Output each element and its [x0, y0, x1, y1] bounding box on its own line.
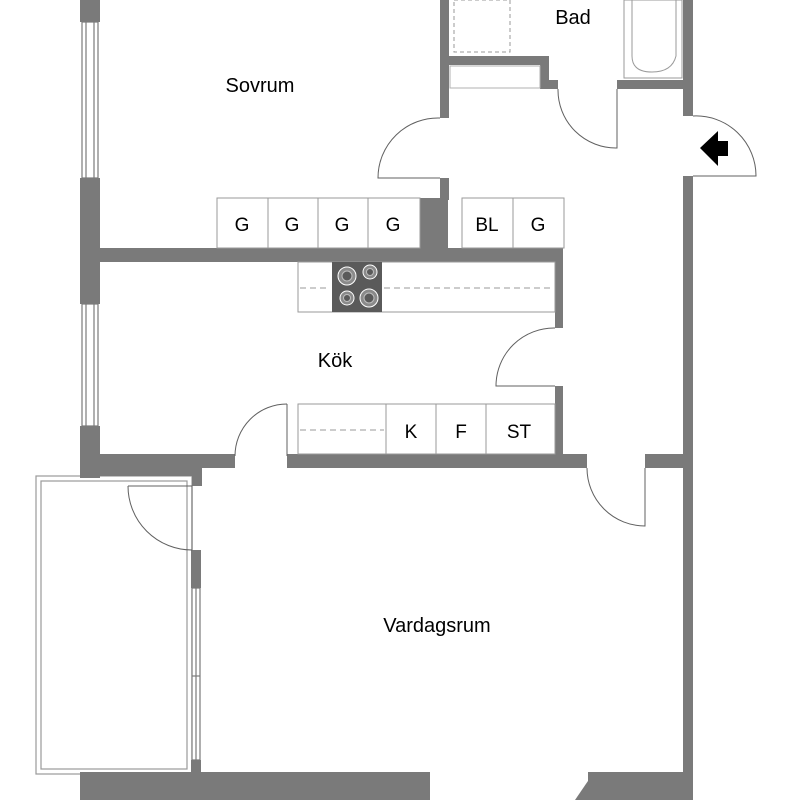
wardrobe-label-g4: G — [386, 215, 401, 236]
wall-kok-vardagsrum-left — [80, 454, 235, 468]
wall-bad-bottom-right — [617, 80, 691, 89]
kitchen-label-st: ST — [507, 422, 532, 443]
unit-k — [385, 403, 437, 455]
wardrobe-g3 — [317, 197, 369, 249]
wardrobe-bl — [461, 197, 514, 249]
wall-hall-vardagsrum — [645, 454, 691, 468]
wall-sovrum-kok — [80, 248, 560, 262]
stove-icon — [332, 262, 382, 312]
wardrobe-label-g1: G — [235, 215, 250, 236]
doors — [127, 88, 757, 551]
wall-bad-bottom-left — [440, 56, 548, 65]
wall-kok-vardagsrum-right — [287, 454, 587, 468]
room-label-sovrum: Sovrum — [226, 75, 295, 97]
wall-bottom-corner — [575, 778, 590, 800]
door-hall-vardagsrum — [586, 467, 646, 527]
room-label-kok: Kök — [318, 350, 353, 372]
shower-tray — [453, 0, 511, 53]
wall-left-mid — [80, 178, 100, 304]
wall-bad-notch-foot — [540, 80, 558, 89]
wardrobe-g2 — [267, 197, 319, 249]
wall-balcony-side-low — [191, 760, 201, 774]
wall-pillar — [420, 198, 448, 262]
wall-sovrum-hall-low — [440, 178, 449, 200]
wall-kok-hall — [555, 248, 563, 328]
labels: Sovrum Bad Kök Vardagsrum G G G G BL G K… — [226, 7, 591, 637]
balcony — [35, 475, 193, 775]
wardrobe-g5 — [512, 197, 565, 249]
windows — [81, 21, 201, 761]
wardrobe-g1 — [216, 197, 269, 249]
wall-bottom-right — [588, 772, 693, 800]
door-entrance — [692, 115, 757, 177]
window-kok — [81, 303, 99, 427]
wardrobe-label-bl: BL — [475, 215, 498, 236]
wall-balcony-side — [191, 550, 201, 588]
wall-bad-notch — [540, 56, 549, 88]
bathtub-inner — [631, 0, 677, 73]
wall-balcony-top — [80, 466, 202, 476]
washbasin-shelf — [449, 65, 541, 89]
bathtub — [623, 0, 683, 79]
unit-f — [435, 403, 487, 455]
kitchen-label-f: F — [455, 422, 467, 443]
wardrobe-label-g5: G — [531, 215, 546, 236]
wardrobe-g4 — [367, 197, 421, 249]
door-sovrum — [377, 117, 441, 179]
wall-right — [683, 176, 693, 800]
door-kok-hall — [495, 327, 556, 387]
kitchen-counters — [297, 261, 556, 455]
wardrobes — [216, 197, 565, 249]
wardrobe-label-g3: G — [335, 215, 350, 236]
wall-stub — [192, 466, 202, 486]
bathroom-fixtures — [449, 0, 683, 89]
window-sovrum — [81, 21, 99, 179]
wardrobe-label-g2: G — [285, 215, 300, 236]
wall-kok-hall-low — [555, 386, 563, 466]
door-balcony — [127, 485, 193, 551]
wall-bottom-left — [80, 772, 430, 800]
door-bad — [557, 88, 618, 149]
room-label-bad: Bad — [555, 7, 591, 29]
wall-right-top — [683, 0, 693, 116]
entrance-arrow-icon — [700, 131, 728, 166]
room-label-vardagsrum: Vardagsrum — [383, 615, 490, 637]
walls — [80, 0, 693, 800]
counter-lower — [297, 403, 387, 455]
wall-left-top — [80, 0, 100, 22]
door-kok-vardagsrum — [234, 403, 288, 457]
kitchen-label-k: K — [405, 422, 418, 443]
unit-st — [485, 403, 556, 455]
